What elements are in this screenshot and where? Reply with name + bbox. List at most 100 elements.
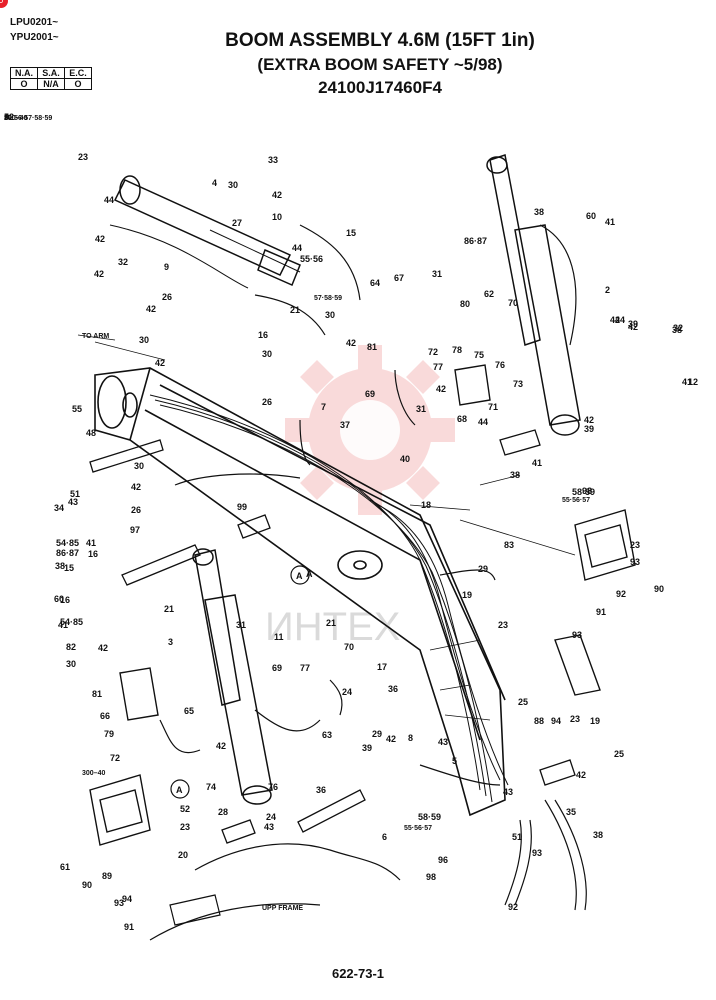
callout-136: 2 [605, 285, 610, 295]
callout-84: 72 [110, 753, 120, 763]
callout-40: 76 [495, 360, 505, 370]
callout-130: 16 [60, 595, 70, 605]
callout-133: 38 [534, 207, 544, 217]
callout-124: 92 [508, 902, 518, 912]
callout-28: 42 [346, 338, 356, 348]
callout-141: 42 [584, 415, 594, 425]
corner-badge: 0 [0, 0, 8, 8]
callout-119: 89 [102, 871, 112, 881]
callout-51: 37 [340, 420, 350, 430]
callout-128: 16 [88, 549, 98, 559]
callout-25: 62 [484, 289, 494, 299]
callout-9: 32 [118, 257, 128, 267]
callout-8: 42 [95, 234, 105, 244]
upper-frame [149, 843, 401, 941]
callout-149: 93 [630, 557, 640, 567]
callout-79: 42 [98, 643, 108, 653]
callout-126: 38 [593, 830, 603, 840]
page-number: 622-73-1 [331, 966, 385, 981]
callout-82: 65 [184, 706, 194, 716]
callout-60: 26 [131, 505, 141, 515]
callout-36: 42 [436, 384, 446, 394]
marker-a-label-2: A [176, 785, 183, 795]
hoses [159, 224, 587, 911]
callout-122: 94 [122, 894, 132, 904]
callout-146: 58·59 [572, 487, 595, 497]
callout-76: 70 [344, 642, 354, 652]
callout-164: A [4, 112, 11, 122]
callout-62: 97 [130, 525, 140, 535]
callout-15: 57·58·59 [314, 295, 342, 302]
callout-42: 42 [610, 315, 620, 325]
callout-52: 48 [86, 428, 96, 438]
callout-118: 61 [60, 862, 70, 872]
callout-3: 33 [268, 155, 278, 165]
callout-95: 36 [388, 684, 398, 694]
callout-154: 88 [534, 716, 544, 726]
marker-a-circle-2 [170, 779, 190, 799]
callout-92: 23 [498, 620, 508, 630]
callout-13: 44 [292, 243, 302, 253]
callout-159: 42 [576, 770, 586, 780]
callout-161: 55·56·57·58·59 [4, 115, 52, 122]
callout-98: 29 [372, 729, 382, 739]
callout-26: 70 [508, 298, 518, 308]
status-value-ec: O [64, 78, 92, 90]
callout-17: 16 [258, 330, 268, 340]
callout-162: 52 [4, 112, 14, 122]
callout-2: 30 [228, 180, 238, 190]
serial-range-1: LPU0201~ [10, 17, 59, 28]
boom-tubes [149, 394, 509, 803]
callout-105: 28 [218, 807, 228, 817]
callout-148: 23 [630, 540, 640, 550]
callout-7: 27 [232, 218, 242, 228]
callout-99: 42 [386, 734, 396, 744]
callout-4: 42 [272, 190, 282, 200]
callout-135: 41 [605, 217, 615, 227]
callout-21: 31 [432, 269, 442, 279]
callout-11: 15 [346, 228, 356, 238]
callout-140: 12 [688, 377, 698, 387]
callout-102: 24 [266, 812, 276, 822]
callout-45: 41 [682, 377, 692, 387]
callout-54: 18 [421, 500, 431, 510]
callout-29: 81 [367, 342, 377, 352]
callout-64: 86·87 [56, 548, 79, 558]
callout-44: 38 [672, 325, 682, 335]
callout-114: 300–40 [82, 770, 105, 777]
callout-19: 42 [146, 304, 156, 314]
pins [89, 429, 576, 844]
callout-111: 51 [512, 832, 522, 842]
callout-47: 42 [155, 358, 165, 368]
arm-cylinder [109, 175, 301, 289]
callout-48: 30 [262, 349, 272, 359]
callout-132: 86·87 [464, 236, 487, 246]
callout-113: 35 [566, 807, 576, 817]
callout-103: 43 [264, 822, 274, 832]
callout-120: 90 [82, 880, 92, 890]
callout-156: 23 [570, 714, 580, 724]
callout-27: 30 [325, 310, 335, 320]
callout-20: 30 [139, 335, 149, 345]
callout-110: 98 [426, 872, 436, 882]
callout-77: 82 [66, 642, 76, 652]
callout-67: 41 [58, 620, 68, 630]
callout-101: 5 [452, 756, 457, 766]
callout-12: 9 [164, 262, 169, 272]
callout-90: 74 [206, 782, 216, 792]
callout-91: 76 [268, 782, 278, 792]
callout-129: 15 [64, 563, 74, 573]
callout-49: 26 [262, 397, 272, 407]
leader-lines [77, 334, 576, 721]
callout-78: 30 [66, 659, 76, 669]
callout-112: 43 [503, 787, 513, 797]
callout-58: 30 [134, 461, 144, 471]
callout-59: 42 [131, 482, 141, 492]
boom-cylinder-left [192, 548, 273, 805]
serial-range-2: YPU2001~ [10, 32, 59, 43]
callout-56: 43 [68, 497, 78, 507]
callout-43: 39 [628, 319, 638, 329]
title-line-2: (EXTRA BOOM SAFETY ~5/98) [257, 55, 503, 74]
callout-127: 41 [86, 538, 96, 548]
